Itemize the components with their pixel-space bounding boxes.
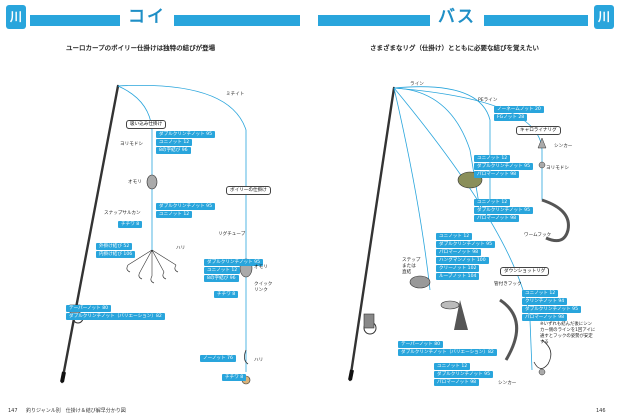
- knot-label: ループノット 104: [436, 273, 480, 280]
- left-page: 川 コイ ユーロカープのボイリー仕掛けは独特の結びが登場 ミチイト 吸い込み仕掛…: [0, 5, 310, 414]
- knot-label: ノーネームノット 20: [494, 106, 544, 113]
- knot-label: ダブルクリンチノット 95: [522, 306, 582, 313]
- label-yorimodoshi: ヨリモドシ: [546, 166, 569, 171]
- knot-label: ダブルクリンチノット 95: [204, 259, 264, 266]
- label-omori2: オモリ: [254, 265, 268, 270]
- knot-label: チチワ 8: [214, 291, 239, 298]
- knot-label: クリーノット 102: [436, 265, 480, 272]
- label-quick-link: クイック リンク: [254, 282, 273, 293]
- label-yorimodoshi: ヨリモドシ: [120, 142, 143, 147]
- knot-label: ノーノット 76: [200, 355, 236, 362]
- knot-label: パロマーノット 98: [436, 249, 482, 256]
- label-dropshot: ダウンショットリグ: [500, 267, 550, 276]
- label-boily: ボイリーの仕掛け: [226, 186, 271, 195]
- page-header: コイ: [0, 6, 310, 28]
- knot-label: パロマーノット 98: [522, 314, 568, 321]
- knot-label: ユニノット 12: [436, 233, 473, 240]
- section-tab: 川: [6, 5, 26, 29]
- label-rig-tube: リグチューブ: [218, 232, 246, 237]
- knot-label: ダブルクリンチノット（バリエーション）82: [398, 349, 497, 356]
- knot-label: FGノット 28: [494, 114, 528, 121]
- label-hari: ハリ: [176, 246, 186, 251]
- label-worm-hook: ワームフック: [524, 233, 552, 238]
- label-sinker2: シンカー: [498, 381, 517, 386]
- knot-label: 8の字結び 96: [204, 275, 239, 282]
- knot-label: パロマーノット 98: [474, 171, 520, 178]
- knot-label: ダブルクリンチノット 95: [156, 131, 216, 138]
- knot-label: チチワ 8: [118, 221, 143, 228]
- knot-label: ダブルクリンチノット 95: [434, 371, 494, 378]
- label-line: ライン: [410, 82, 424, 87]
- footer-text: 釣りジャンル別 仕掛け＆結び解早分かり図: [26, 408, 126, 414]
- knot-label: パロマーノット 98: [434, 379, 480, 386]
- knot-label: ユニノット 12: [474, 199, 511, 206]
- label-carolina: キャロライナリグ: [516, 126, 561, 135]
- label-pe-line: PEライン: [478, 98, 498, 103]
- page-number: 146: [596, 408, 606, 414]
- knot-label: ハングマンノット 100: [436, 257, 489, 264]
- page-title: コイ: [120, 6, 174, 28]
- knot-label: ダブルクリンチノット 95: [474, 163, 534, 170]
- knot-label: クリンチノット 94: [522, 298, 568, 305]
- page-title: バス: [430, 6, 484, 28]
- label-omori: オモリ: [128, 180, 142, 185]
- knot-label: ユニノット 12: [434, 363, 471, 370]
- knot-label: テーパーノット 80: [66, 305, 112, 312]
- label-suikomi: 吸い込み仕掛け: [126, 120, 167, 129]
- knot-label: ダブルクリンチノット 95: [156, 203, 216, 210]
- bass-rig-illustration: [348, 86, 570, 382]
- knot-label: ダブルクリンチノット 95: [436, 241, 496, 248]
- koi-rig-illustration: [60, 84, 253, 385]
- page-subtitle: ユーロカープのボイリー仕掛けは独特の結びが登場: [66, 44, 216, 52]
- knot-label: テーパーノット 80: [398, 341, 444, 348]
- knot-label: 内掛け結び 106: [96, 251, 136, 258]
- knot-label: パロマーノット 98: [474, 215, 520, 222]
- rig-note: ※いずれも結んだ後にシンカー側のラインを1回アイに通すとフックの姿勢が安定する: [540, 322, 596, 345]
- knot-label: ユニノット 12: [522, 290, 559, 297]
- knot-label: チチワ 8: [222, 374, 247, 381]
- label-snap: ステップ または 直結: [402, 258, 421, 275]
- label-worm-hook2: 管付きフック: [494, 282, 522, 287]
- label-michiito: ミチイト: [226, 92, 245, 97]
- label-sinker: シンカー: [554, 144, 573, 149]
- knot-label: ダブルクリンチノット（バリエーション）82: [66, 313, 165, 320]
- knot-label: ユニノット 12: [474, 155, 511, 162]
- knot-label: 外掛け結び 52: [96, 243, 133, 250]
- page-number: 147: [8, 408, 18, 414]
- knot-label: ユニノット 12: [156, 211, 193, 218]
- knot-label: 8の字結び 96: [156, 147, 191, 154]
- section-tab: 川: [594, 5, 614, 29]
- page-header: バス: [310, 6, 620, 28]
- knot-label: ユニノット 12: [204, 267, 241, 274]
- right-page: 川 バス さまざまなリグ（仕掛け）とともに必要な結びを覚えたい ライン PEライ…: [310, 0, 620, 420]
- knot-label: ユニノット 12: [156, 139, 193, 146]
- page-subtitle: さまざまなリグ（仕掛け）とともに必要な結びを覚えたい: [370, 44, 539, 52]
- label-snap: スナップサルカン: [104, 211, 141, 216]
- label-hari2: ハリ: [254, 358, 264, 363]
- knot-label: ダブルクリンチノット 95: [474, 207, 534, 214]
